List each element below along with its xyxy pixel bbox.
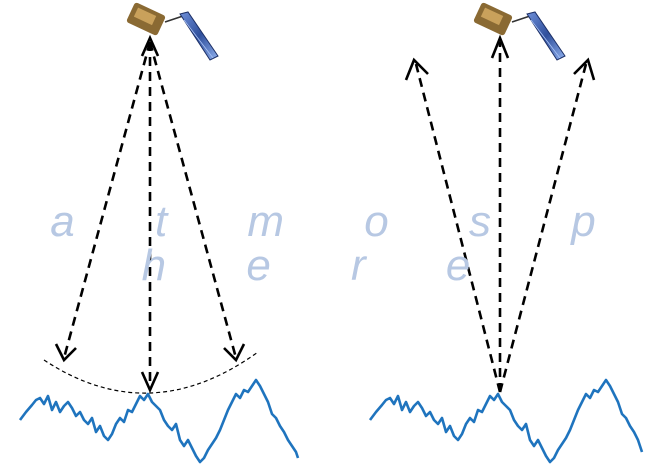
left-transmitted-beams <box>54 34 246 394</box>
atmosphere-label: a t m o s p h e r e <box>50 197 630 290</box>
right-beam-left-arrowhead <box>404 57 429 81</box>
right-terrain-profile <box>368 378 644 464</box>
left-beam-right-arrow <box>148 41 238 359</box>
left-terrain-profile <box>18 378 300 464</box>
right-beam-center-arrowhead <box>490 34 510 59</box>
right-beam-right-arrow <box>498 63 588 393</box>
right-satellite-icon <box>473 2 566 61</box>
wavefront-arc <box>43 351 259 394</box>
left-beam-center-arrowhead <box>140 371 160 394</box>
right-beam-left-arrow <box>414 63 502 393</box>
right-beam-right-arrowhead <box>573 57 596 81</box>
left-source-arrowhead <box>140 34 160 57</box>
left-beam-left-arrow <box>62 41 152 359</box>
left-beam-left-arrowhead <box>54 343 77 363</box>
left-beam-right-arrowhead <box>223 343 246 363</box>
left-satellite-icon <box>126 2 219 61</box>
right-reflected-beams <box>404 34 596 393</box>
